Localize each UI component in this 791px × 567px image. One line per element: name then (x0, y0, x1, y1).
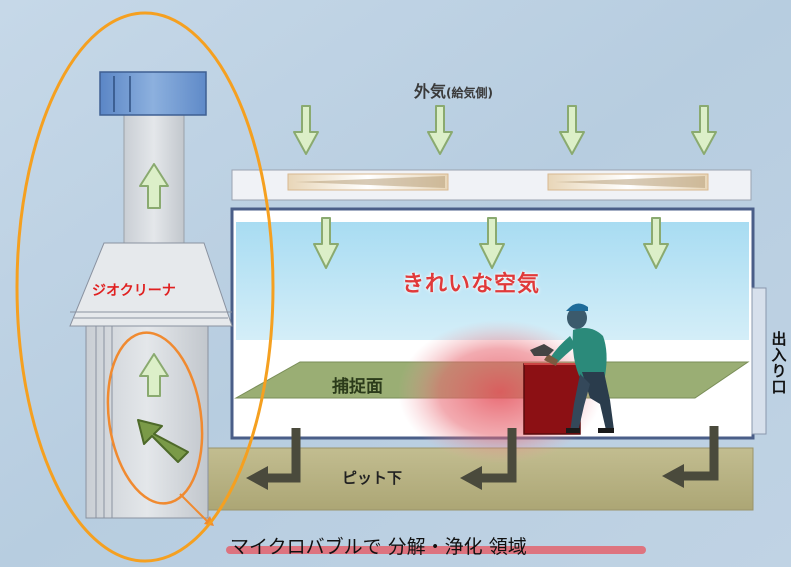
outside-air-label: 外気(給気側) (414, 78, 493, 102)
pit-under-label: ピット下 (342, 469, 403, 487)
exhaust-outlet (99, 71, 207, 116)
outside-air-text: 外気 (414, 82, 447, 101)
microbubble-zone-label: マイクロバブルで 分解・浄化 領域 (230, 536, 527, 558)
entrance-label: 出入り口 (771, 330, 787, 396)
micro-label-underline (226, 546, 646, 554)
cleaner-highlight-ring (15, 11, 275, 563)
flow-arrow-icon (139, 105, 717, 397)
diagonal-flow-arrow (137, 419, 189, 463)
capture-surface-label: 捕捉面 (332, 377, 383, 397)
worker-pushing-box-icon (530, 303, 614, 433)
outside-air-sub-text: (給気側) (446, 86, 493, 100)
entrance-door (751, 287, 767, 435)
microbubble-zone-ring (106, 331, 204, 505)
clean-air-label: きれいな空気 (402, 272, 541, 297)
pit-flow-arrows (262, 426, 719, 483)
cleaner-hood (69, 242, 233, 327)
callout-line (179, 493, 209, 523)
cleaner-label: ジオクリーナ (92, 283, 176, 299)
